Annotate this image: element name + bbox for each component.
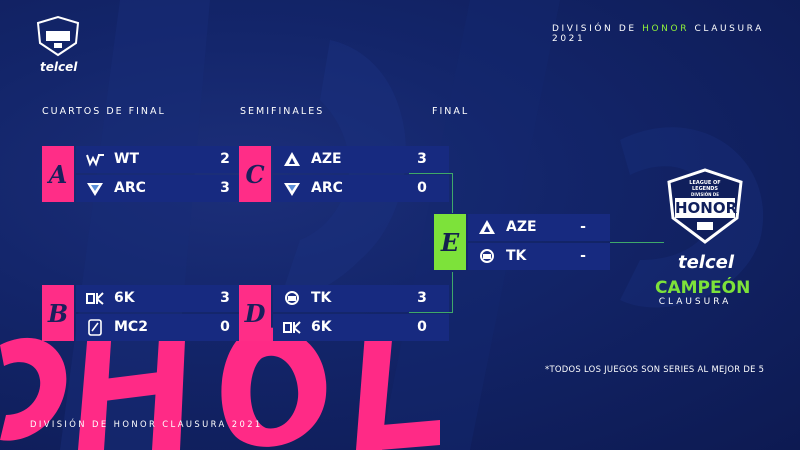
match-tag: D xyxy=(239,285,271,341)
match-tag: C xyxy=(239,146,271,202)
connector-line xyxy=(452,272,453,313)
connector-line xyxy=(452,173,453,213)
footer-title: DIVISIÓN DE HONOR CLAUSURA 2021 xyxy=(30,419,263,429)
team-name: TK xyxy=(506,248,527,264)
aze-logo-icon xyxy=(284,152,300,166)
team-name: TK xyxy=(311,290,332,306)
header-title: DIVISIÓN DE HONOR CLAUSURA 2021 xyxy=(552,24,800,44)
team-row: 6K 3 xyxy=(76,285,252,312)
match-c: C AZE 3 ARC 0 xyxy=(239,146,449,202)
connector-line xyxy=(610,242,664,243)
badge-honor-text: HONOR xyxy=(675,199,738,217)
team-name: MC2 xyxy=(114,319,148,335)
match-a: A WT 2 ARC 3 xyxy=(42,146,252,202)
match-letter: E xyxy=(440,227,460,257)
team-score: - xyxy=(580,248,586,264)
header-title-suffix: CLAUSURA 2021 xyxy=(552,24,764,44)
champion-honor-badge-icon xyxy=(667,168,743,244)
team-row: ARC 3 xyxy=(76,175,252,202)
team-row: 6K 0 xyxy=(273,314,449,341)
team-row: WT 2 xyxy=(76,146,252,173)
champion-subtitle: CLAUSURA xyxy=(658,297,732,307)
team-name: ARC xyxy=(114,180,146,196)
tk-logo-icon xyxy=(285,291,299,305)
team-score: 2 xyxy=(220,151,230,167)
header-title-prefix: DIVISIÓN DE xyxy=(552,24,643,34)
champion-title: CAMPEÓN xyxy=(655,278,751,298)
team-row: AZE 3 xyxy=(273,146,449,173)
team-name: 6K xyxy=(311,319,332,335)
aze-logo-icon xyxy=(479,220,495,234)
match-e-final: E AZE - TK - xyxy=(434,214,610,270)
match-d: D TK 3 6K 0 xyxy=(239,285,449,341)
team-name: ARC xyxy=(311,180,343,196)
team-score: 0 xyxy=(220,319,230,335)
6k-logo-icon xyxy=(283,321,301,334)
team-name: AZE xyxy=(506,219,537,235)
badge-league-text: LEAGUE OF LEGENDS xyxy=(689,180,721,192)
team-row: ARC 0 xyxy=(273,175,449,202)
team-score: 0 xyxy=(417,319,427,335)
honor-logo-icon xyxy=(36,15,80,57)
round-label-semis: SEMIFINALES xyxy=(240,106,325,117)
telcel-brand-logo: telcel xyxy=(40,60,78,74)
team-score: 3 xyxy=(220,180,230,196)
team-row: MC2 0 xyxy=(76,314,252,341)
team-name: AZE xyxy=(311,151,342,167)
team-score: 0 xyxy=(417,180,427,196)
header-title-highlight: HONOR xyxy=(642,24,690,34)
team-row: TK 3 xyxy=(273,285,449,312)
connector-line xyxy=(409,312,453,313)
match-letter: C xyxy=(245,159,265,189)
team-score: - xyxy=(580,219,586,235)
badge-division-text: DIVISIÓN DE xyxy=(691,192,719,197)
team-row: TK - xyxy=(468,243,610,270)
wt-logo-icon xyxy=(86,154,104,167)
round-label-quarters: CUARTOS DE FINAL xyxy=(42,106,166,117)
match-tag: B xyxy=(42,285,74,341)
match-tag: A xyxy=(42,146,74,202)
mc2-logo-icon xyxy=(88,319,102,336)
match-tag: E xyxy=(434,214,466,270)
arc-logo-icon xyxy=(87,183,103,196)
6k-logo-icon xyxy=(86,292,104,305)
match-letter: B xyxy=(47,298,69,328)
arc-logo-icon xyxy=(284,183,300,196)
pink-brush-decoration xyxy=(0,318,440,450)
connector-line xyxy=(409,173,453,174)
round-label-final: FINAL xyxy=(432,106,470,117)
team-score: 3 xyxy=(417,151,427,167)
team-score: 3 xyxy=(220,290,230,306)
champion-telcel-logo: telcel xyxy=(677,252,735,273)
team-name: WT xyxy=(114,151,139,167)
team-name: 6K xyxy=(114,290,135,306)
match-letter: D xyxy=(244,298,266,328)
team-row: AZE - xyxy=(468,214,610,241)
match-letter: A xyxy=(48,159,68,189)
team-score: 3 xyxy=(417,290,427,306)
tk-logo-icon xyxy=(480,249,494,263)
series-note: *TODOS LOS JUEGOS SON SERIES AL MEJOR DE… xyxy=(545,364,765,374)
match-b: B 6K 3 MC2 0 xyxy=(42,285,252,341)
